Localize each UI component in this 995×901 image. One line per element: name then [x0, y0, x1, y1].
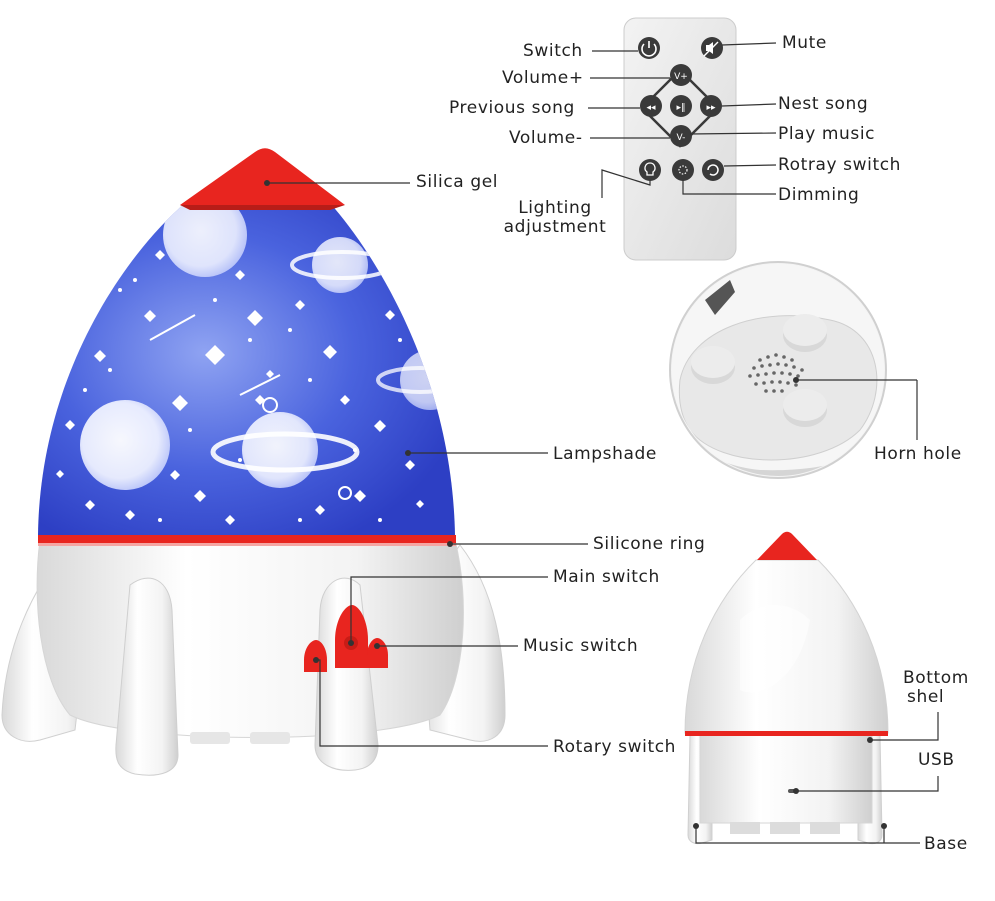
svg-text:V-: V-	[677, 133, 686, 143]
label-bottom-shel-line2: shel	[907, 687, 945, 707]
previous-icon	[640, 95, 662, 117]
label-previous-song: Previous song	[449, 98, 575, 118]
label-music-switch: Music switch	[523, 636, 639, 656]
label-volume-down: Volume-	[509, 128, 583, 148]
label-mute: Mute	[782, 33, 827, 53]
volume-up-icon	[670, 64, 692, 86]
label-silica-gel: Silica gel	[416, 172, 499, 192]
label-lighting-adjustment: Lighting adjustment	[500, 199, 610, 237]
next-icon	[700, 95, 722, 117]
label-bottom-shel-line1: Bottom	[903, 668, 969, 688]
speaker-closeup	[669, 261, 887, 479]
leader-lines	[267, 42, 939, 844]
play-pause-icon	[670, 95, 692, 117]
label-lampshade: Lampshade	[553, 444, 657, 464]
label-horn-hole: Horn hole	[874, 444, 962, 464]
svg-text:◂◂: ◂◂	[646, 103, 656, 113]
small-rocket-back-view	[684, 531, 889, 845]
label-lighting-adjustment-line1: Lighting	[518, 198, 592, 218]
label-usb: USB	[918, 750, 955, 770]
svg-text:V+: V+	[674, 72, 688, 82]
label-volume-up: Volume+	[502, 68, 584, 88]
rotate-icon	[702, 159, 724, 181]
dimming-icon	[672, 159, 694, 181]
label-main-switch: Main switch	[553, 567, 660, 587]
svg-text:▸▸: ▸▸	[706, 103, 716, 113]
label-rotary-switch: Rotary switch	[553, 737, 677, 757]
label-nest-song: Nest song	[778, 94, 869, 114]
volume-down-icon	[670, 125, 692, 147]
bulb-icon	[639, 159, 661, 181]
label-dimming: Dimming	[778, 185, 860, 205]
remote-control: V+ ◂◂ ▸‖ ▸▸ V-	[623, 17, 737, 261]
svg-text:▸‖: ▸‖	[676, 103, 685, 113]
label-switch: Switch	[523, 41, 583, 61]
main-rocket-lamp	[1, 148, 506, 776]
horn-hole-grille	[748, 353, 804, 393]
label-silicone-ring: Silicone ring	[593, 534, 706, 554]
label-lighting-adjustment-line2: adjustment	[503, 217, 607, 237]
label-bottom-shel: Bottom shel	[903, 669, 969, 707]
label-base: Base	[924, 834, 968, 854]
label-rotray-switch: Rotray switch	[778, 155, 902, 175]
label-play-music: Play music	[778, 124, 876, 144]
